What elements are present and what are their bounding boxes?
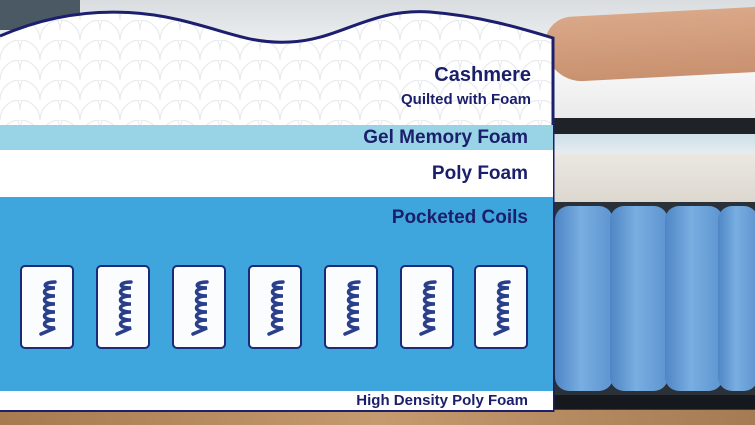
spring-icon: [343, 280, 361, 336]
layer-pocketed-coils: Pocketed Coils: [0, 197, 553, 391]
spring-icon: [419, 280, 437, 336]
photo-poly-foam: [553, 154, 755, 202]
coil-box: [324, 265, 378, 349]
photo-coil-pocket: [610, 206, 668, 391]
photo-coil-pocket: [555, 206, 613, 391]
coil-box: [400, 265, 454, 349]
layer-poly-foam: Poly Foam: [0, 150, 553, 197]
spring-icon: [267, 280, 285, 336]
layer-label-gel-memory-foam: Gel Memory Foam: [363, 127, 528, 148]
coil-box: [474, 265, 528, 349]
layer-label-high-density-poly-foam: High Density Poly Foam: [356, 392, 528, 409]
coil-box: [96, 265, 150, 349]
spring-icon: [39, 280, 57, 336]
layer-label-poly-foam: Poly Foam: [431, 163, 528, 184]
photo-memory-foam: [553, 134, 755, 154]
layer-label-pocketed-coils: Pocketed Coils: [391, 207, 528, 228]
layer-gel-memory-foam: Gel Memory Foam: [0, 125, 553, 150]
coil-box: [248, 265, 302, 349]
quilted-top-shape: [0, 10, 555, 412]
layer-label-cashmere: Cashmere: [434, 64, 531, 86]
photo-hand: [543, 6, 755, 83]
layer-high-density-poly-foam: High Density Poly Foam: [0, 391, 553, 410]
coil-box: [20, 265, 74, 349]
layer-sublabel-quilted: Quilted with Foam: [401, 91, 531, 108]
photo-cover-band: [553, 118, 755, 134]
photo-coil-pocket: [718, 206, 755, 391]
spring-icon: [191, 280, 209, 336]
photo-floor: [0, 410, 755, 425]
coil-box: [172, 265, 226, 349]
spring-icon: [115, 280, 133, 336]
photo-coil-pocket: [665, 206, 723, 391]
spring-icon: [493, 280, 511, 336]
photo-bottom-band: [553, 395, 755, 409]
mattress-layers-diagram: Cashmere Quilted with Foam Gel Memory Fo…: [0, 10, 555, 412]
